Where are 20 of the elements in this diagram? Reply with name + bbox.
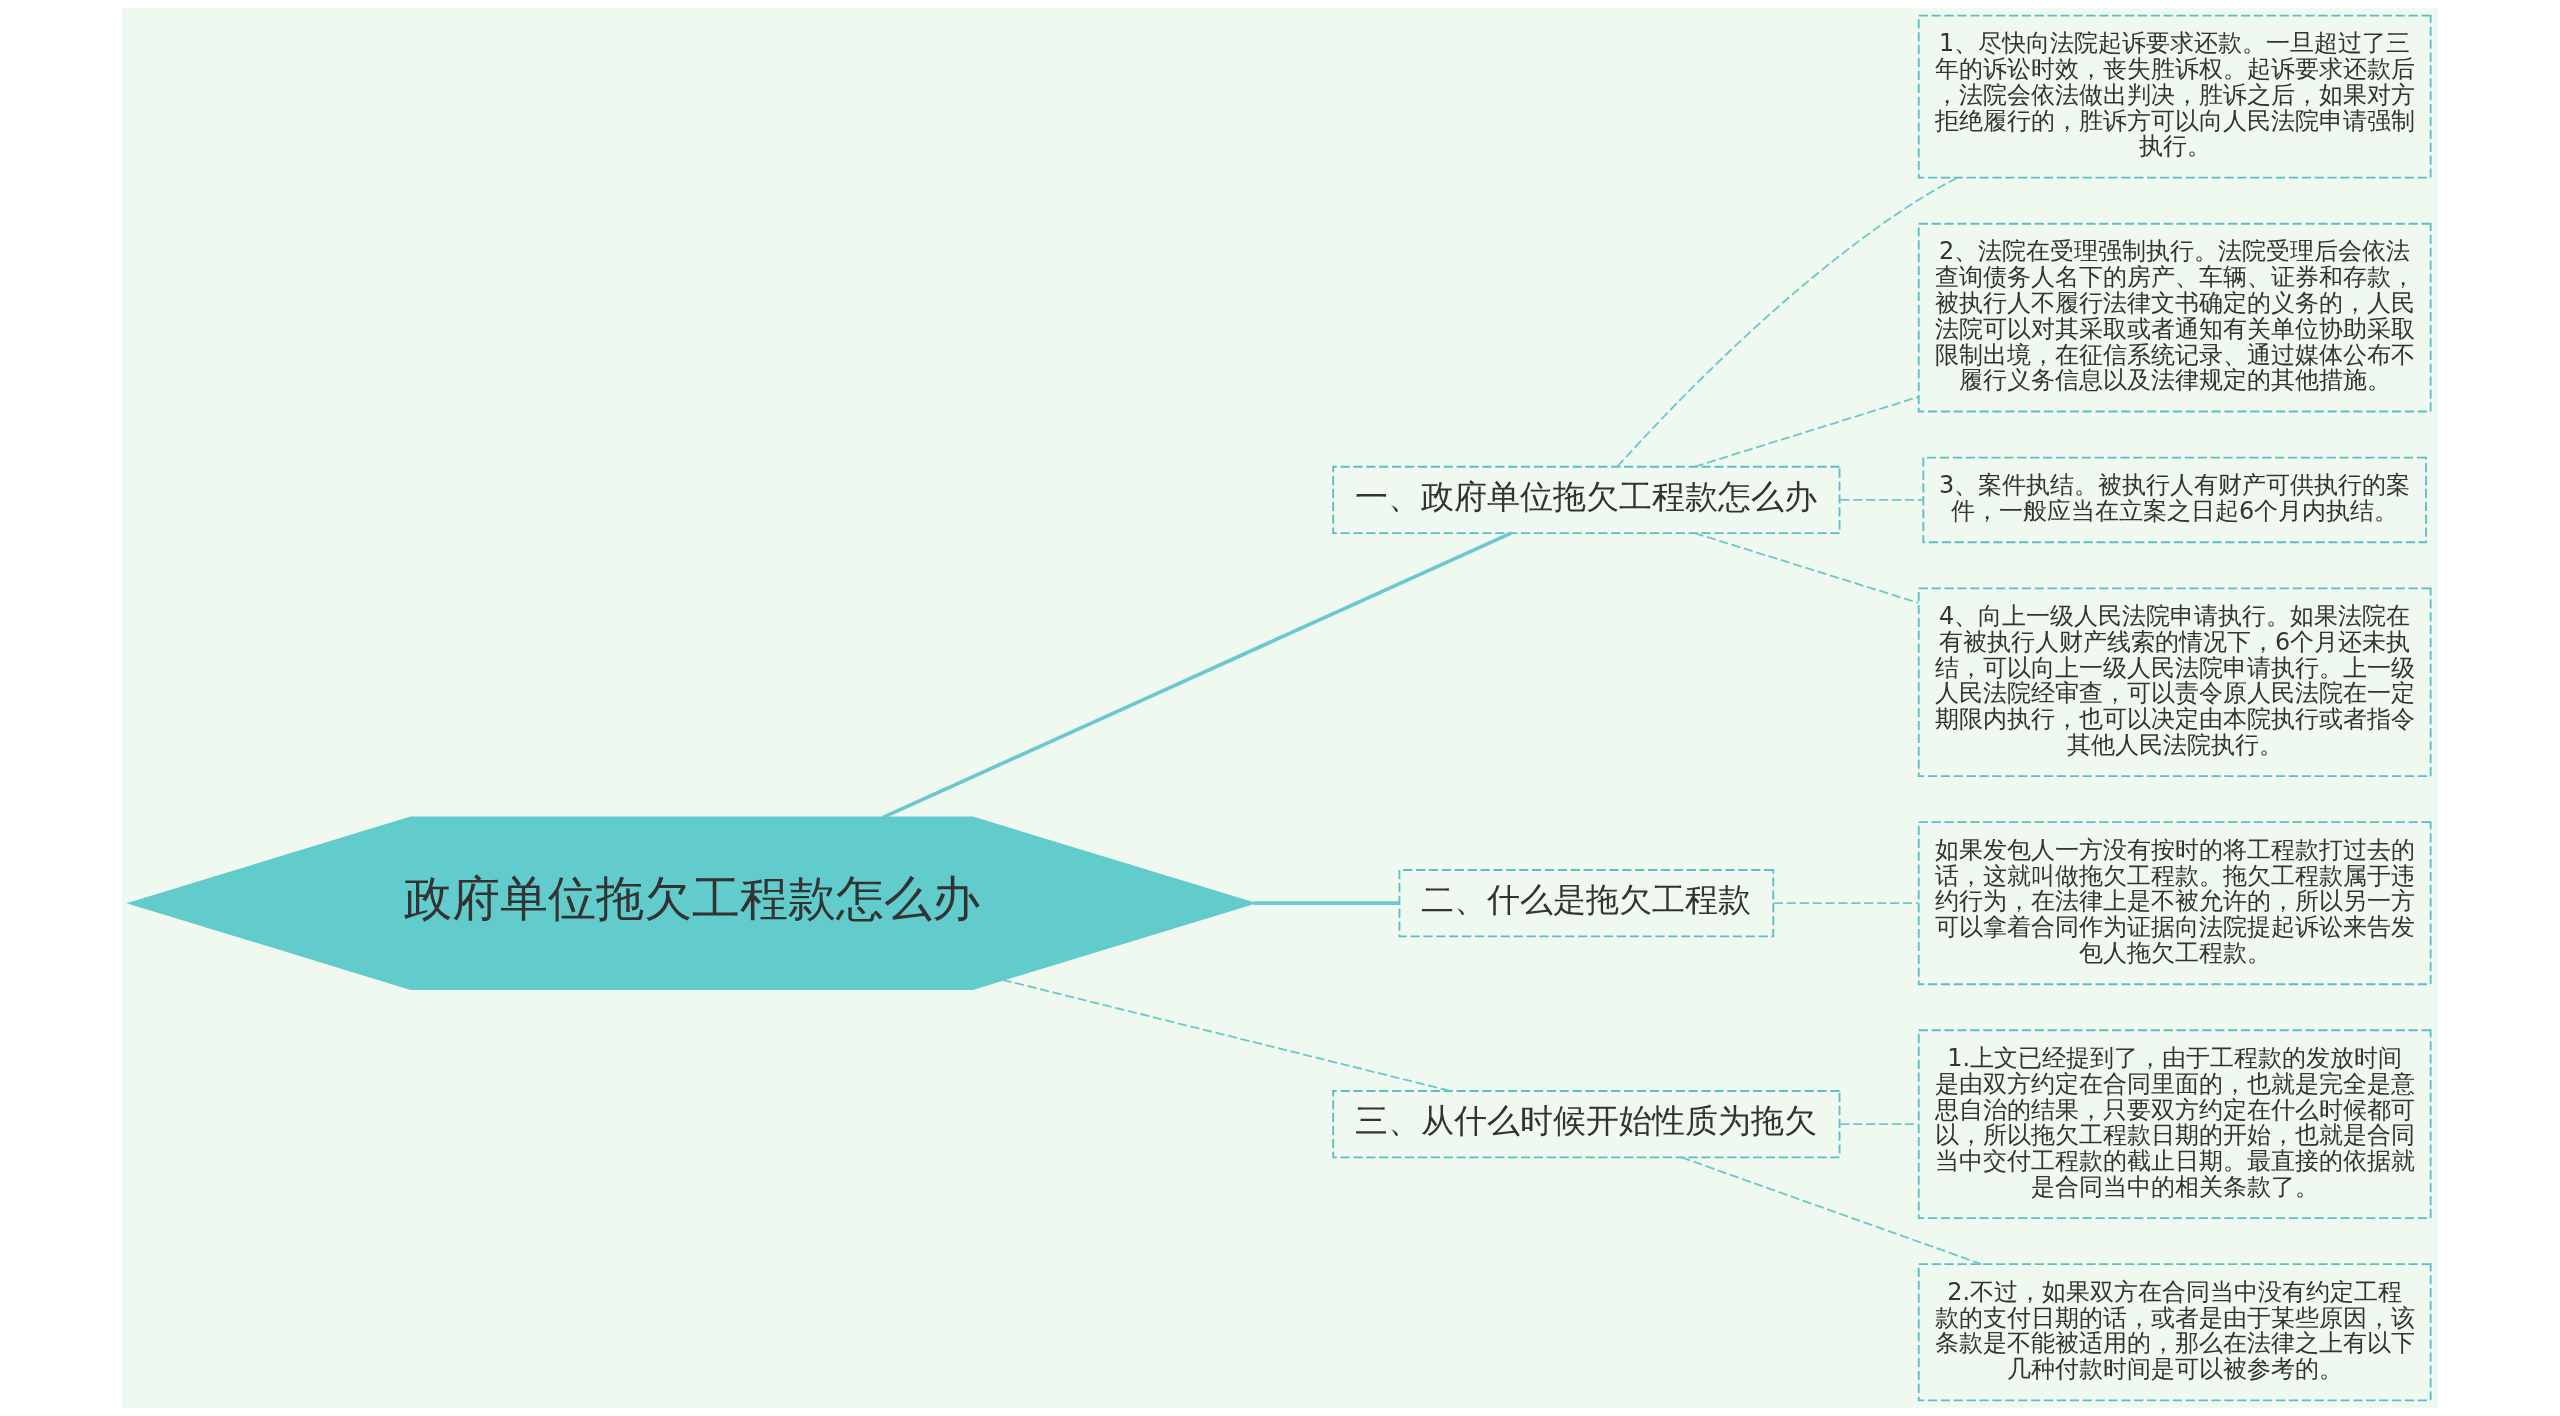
node-box: 三、从什么时候开始性质为拖欠	[1332, 1090, 1841, 1159]
connector	[1839, 1123, 1920, 1126]
node-box: 如果发包人一方没有按时的将工程款打过去的话，这就叫做拖欠工程款。拖欠工程款属于违约行为，在法律上是不被允许的，所以另一方可以拿着合同作为证据向法院提起诉讼来告发包人拖欠工程款。	[1917, 821, 2432, 986]
node-box: 3、案件执结。被执行人有财产可供执行的案件，一般应当在立案之日起6个月内执结。	[1922, 456, 2427, 544]
node-box: 2、法院在受理强制执行。法院受理后会依法查询债务人名下的房产、车辆、证券和存款，被执行人不履行法律文书确定的义务的，人民法院可以对其采取或者通知有关单位协助采取限制出境，在征信系统记录、通过媒体公布不履行义务信息以及法律规定的其他措施。	[1917, 222, 2432, 413]
connector	[1001, 978, 1452, 1092]
connector	[1616, 176, 1959, 468]
connector	[1693, 396, 1920, 468]
node-box: 1.上文已经提到了，由于工程款的发放时间是由双方约定在合同里面的，也就是完全是意思自治的结果，只要双方约定在什么时候都可以，所以拖欠工程款日期的开始，也就是合同当中交付工程款的截止日期。最直接的依据就是合同当中的相关条款了。	[1917, 1029, 2432, 1219]
connector	[882, 531, 1512, 820]
connector	[1680, 1156, 1983, 1265]
connector	[1773, 902, 1920, 905]
connector	[1693, 532, 1920, 604]
node-box: 一、政府单位拖欠工程款怎么办	[1332, 465, 1841, 534]
connector	[1254, 901, 1400, 906]
node-box: 二、什么是拖欠工程款	[1398, 869, 1775, 938]
node-box: 1、尽快向法院起诉要求还款。一旦超过了三年的诉讼时效，丧失胜诉权。起诉要求还款后，法院会依法做出判决，胜诉之后，如果对方拒绝履行的，胜诉方可以向人民法院申请强制执行。	[1917, 14, 2432, 179]
connector	[1839, 499, 1924, 501]
node-box: 4、向上一级人民法院申请执行。如果法院在有被执行人财产线索的情况下，6个月还未执结，可以向上一级人民法院申请执行。上一级人民法院经审查，可以责令原人民法院在一定期限内执行，也可以决定由本院执行或者指令其他人民法院执行。	[1917, 587, 2432, 778]
node-box: 2.不过，如果双方在合同当中没有约定工程款的支付日期的话，或者是由于某些原因，该条款是不能被适用的，那么在法律之上有以下几种付款时间是可以被参考的。	[1917, 1263, 2432, 1402]
